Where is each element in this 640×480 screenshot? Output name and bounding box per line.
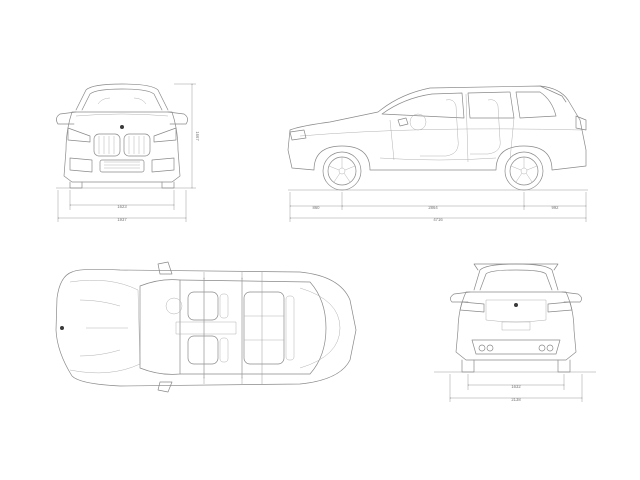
front-left-mirror xyxy=(56,111,77,125)
top-steering-wheel xyxy=(165,297,183,315)
wheelbase-label: 2864 xyxy=(428,205,438,210)
rear-exhaust-3 xyxy=(538,344,546,352)
side-rear-wheel xyxy=(504,151,544,191)
front-lower-intake xyxy=(99,159,145,173)
front-track-label: 1623 xyxy=(117,204,127,209)
front-view: 1667 1623 1937 xyxy=(56,83,200,222)
rear-body xyxy=(455,291,577,361)
rear-right-mirror xyxy=(561,291,582,303)
rear-right-taillight xyxy=(547,301,573,313)
top-center-console xyxy=(175,321,237,335)
top-roof-cutaway xyxy=(179,279,327,375)
side-rear-wheel-spokes xyxy=(510,157,538,183)
front-brand-badge xyxy=(120,125,124,129)
rear-diffuser xyxy=(471,339,561,355)
front-intake-mesh xyxy=(104,161,140,169)
front-left-kidney-grille xyxy=(93,133,121,157)
rear-brand-badge xyxy=(514,303,518,307)
rear-exhaust-2 xyxy=(486,344,494,352)
side-taillight xyxy=(575,115,587,131)
front-height-label: 1667 xyxy=(195,131,200,141)
top-hood xyxy=(69,279,141,374)
side-front-wheel xyxy=(322,151,362,191)
front-overhang-label: 860 xyxy=(313,205,321,210)
rear-roof xyxy=(473,263,559,291)
front-body xyxy=(63,111,181,183)
top-body xyxy=(55,268,357,387)
top-left-mirror xyxy=(157,261,173,275)
rear-exhaust-4 xyxy=(546,344,554,352)
front-seat-headrests xyxy=(97,97,147,105)
rear-width-label: 2138 xyxy=(511,397,521,402)
top-brand-badge xyxy=(60,326,64,330)
top-passenger-seat xyxy=(187,335,219,365)
side-shoulder-line xyxy=(299,128,583,137)
front-width-label: 1937 xyxy=(117,217,127,222)
side-quarter-window xyxy=(515,91,557,119)
front-windshield xyxy=(81,88,163,111)
front-right-mirror xyxy=(167,111,188,125)
side-rear-window xyxy=(467,91,515,119)
side-front-seat xyxy=(420,99,459,157)
top-view xyxy=(55,261,357,393)
top-tailgate xyxy=(299,287,341,369)
side-front-window xyxy=(381,92,465,119)
rear-spoiler xyxy=(473,263,559,271)
front-tires xyxy=(69,181,175,189)
rear-left-mirror xyxy=(450,291,471,303)
side-front-wheel-spokes xyxy=(328,157,356,183)
front-grille-slats xyxy=(98,136,145,154)
rear-overhang-label: 992 xyxy=(552,205,560,210)
rear-window xyxy=(479,269,553,291)
top-hood-creases xyxy=(79,299,128,357)
side-headlight xyxy=(289,129,307,141)
front-hood-line xyxy=(75,113,169,117)
rear-view: 1632 2138 xyxy=(434,263,596,402)
rear-tires xyxy=(461,359,571,373)
rear-track-label: 1632 xyxy=(511,384,521,389)
top-rear-headrests xyxy=(285,295,295,361)
top-rear-bench xyxy=(243,291,285,365)
top-windshield xyxy=(139,279,181,375)
front-roof xyxy=(75,83,169,111)
rear-left-taillight xyxy=(459,301,485,313)
front-right-headlight xyxy=(153,127,177,143)
front-side-intakes xyxy=(69,157,175,173)
side-mirror xyxy=(397,117,409,127)
rear-license-plate xyxy=(501,321,531,331)
front-right-kidney-grille xyxy=(123,133,151,157)
top-driver-seat xyxy=(187,291,219,321)
front-left-headlight xyxy=(67,127,91,143)
top-interior-reference-lines xyxy=(203,272,263,384)
side-body xyxy=(287,85,587,171)
side-rear-seat xyxy=(470,99,501,155)
rear-exhaust-1 xyxy=(478,344,486,352)
side-steering-wheel xyxy=(409,113,427,131)
side-sill-line xyxy=(379,157,497,161)
side-view: 860 2864 992 4716 xyxy=(287,85,588,222)
top-rear-bench-divisions xyxy=(244,315,284,341)
side-roof-spoiler xyxy=(539,85,567,103)
overall-length-label: 4716 xyxy=(433,217,443,222)
side-door-lines xyxy=(389,93,515,163)
top-right-mirror xyxy=(157,381,173,393)
